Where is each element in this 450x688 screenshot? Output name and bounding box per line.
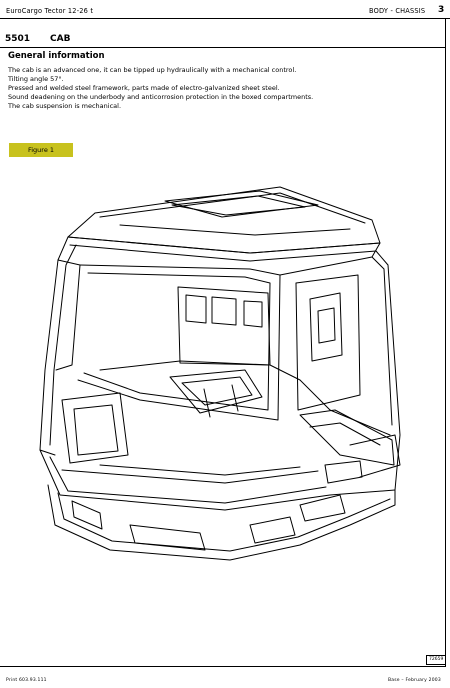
body-line: Sound deadening on the underbody and ant… [8, 93, 314, 101]
content-body: The cab is an advanced one, it can be ti… [8, 66, 438, 111]
cab-frame-illustration [39, 186, 401, 561]
body-line: Pressed and welded steel framework, part… [8, 84, 280, 92]
section-number: 5501 [5, 34, 31, 44]
running-header-title: EuroCargo Tector 12-26 t [6, 7, 94, 15]
page-number: 3 [438, 5, 445, 15]
figure-code: 72659 [426, 655, 447, 665]
right-margin-rule [445, 18, 446, 666]
footer-rule [0, 666, 446, 667]
section-title: CAB [50, 34, 71, 44]
section-rule [0, 47, 446, 48]
footer-edition: Base – February 2003 [388, 678, 441, 683]
body-line: The cab is an advanced one, it can be ti… [8, 66, 297, 74]
body-line: Tilting angle 57°. [8, 75, 64, 83]
body-line: The cab suspension is mechanical. [8, 102, 122, 110]
header-rule [0, 18, 450, 19]
content-heading: General information [8, 51, 105, 61]
footer-print-code: Print 603.93.111 [6, 678, 47, 683]
running-header-section: BODY - CHASSIS [369, 7, 426, 15]
figure-label: Figure 1 [9, 143, 73, 157]
